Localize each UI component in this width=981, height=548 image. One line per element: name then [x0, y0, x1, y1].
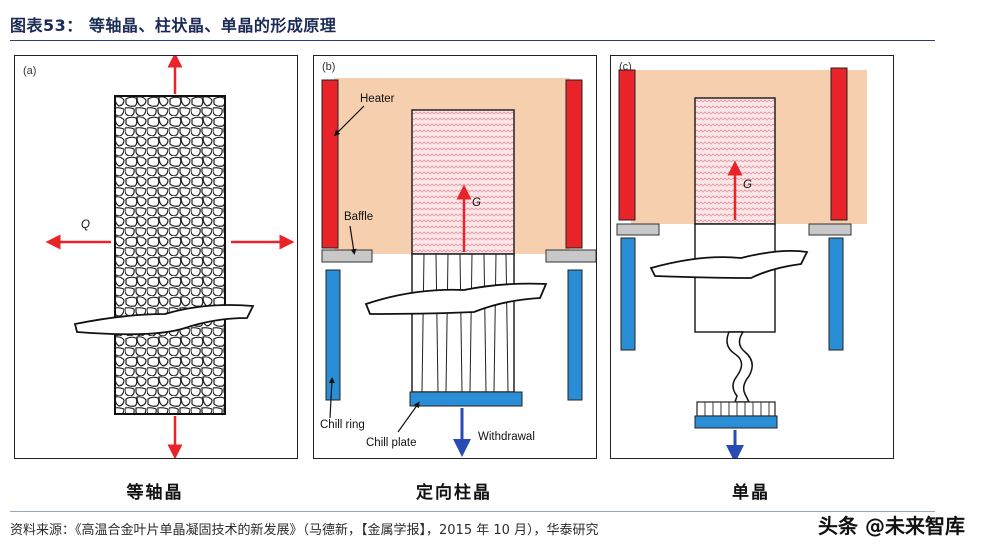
panel-single-crystal: (c) G [610, 55, 894, 459]
equiaxed-casting [114, 95, 226, 415]
starter-grains [704, 402, 770, 416]
chill-ring-left [325, 269, 341, 401]
baffle-left-c [616, 223, 660, 236]
heat-flow-label: Q [81, 219, 90, 231]
title-divider [10, 40, 935, 41]
heater-label: Heater [360, 93, 395, 105]
blade-platform-b [364, 282, 548, 315]
gradient-label: G [472, 197, 481, 209]
caption-equiaxed: 等轴晶 [126, 483, 184, 503]
heater-right [565, 79, 583, 249]
columnar-zone [411, 253, 515, 393]
baffle-left [321, 249, 373, 263]
gradient-label-c: G [743, 179, 752, 191]
blade-platform-c [649, 249, 809, 279]
panel-equiaxed: (a) Q [14, 55, 298, 459]
blade-platform [73, 304, 255, 336]
starter-block [696, 401, 776, 417]
chill-ring-label: Chill ring [320, 419, 365, 431]
grain-selector [726, 331, 753, 403]
caption-single-crystal: 单晶 [732, 483, 770, 503]
caption-columnar: 定向柱晶 [416, 483, 492, 503]
equiaxed-diagram: (a) Q [23, 56, 295, 458]
baffle-right [545, 249, 596, 263]
heater-left-c [618, 69, 636, 221]
baffle-label: Baffle [344, 211, 373, 223]
panel-columnar: (b) G Heater Baffle Chill ring Chill pla… [313, 55, 597, 459]
chill-plate [409, 391, 523, 407]
source-note: 资料来源：《高温合金叶片单晶凝固技术的新发展》（马德新，【金属学报】，2015 … [10, 523, 599, 538]
chill-ring-right-c [828, 237, 844, 351]
columnar-grains [421, 253, 509, 393]
columnar-diagram: (b) G Heater Baffle Chill ring Chill pla… [320, 61, 596, 457]
heater-right-c [830, 67, 848, 221]
chill-ring-left-c [620, 237, 636, 351]
chill-plate-c [694, 415, 778, 429]
panel-b-tag: (b) [322, 61, 335, 73]
figure-title: 图表53： 等轴晶、柱状晶、单晶的形成原理 [10, 16, 337, 35]
withdrawal-label: Withdrawal [478, 431, 535, 443]
watermark: 头条 @未来智库 [818, 514, 965, 538]
single-crystal-diagram: (c) G [616, 61, 867, 458]
chill-plate-label: Chill plate [366, 437, 417, 449]
heater-left [321, 79, 339, 249]
chill-ring-right [567, 269, 583, 401]
baffle-right-c [808, 223, 852, 236]
source-divider [10, 511, 935, 512]
panel-a-tag: (a) [23, 65, 36, 77]
